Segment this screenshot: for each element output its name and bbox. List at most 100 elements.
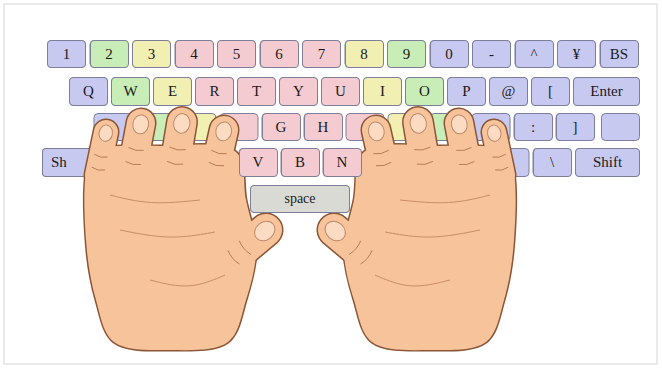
key-label: G bbox=[276, 120, 287, 135]
knuckle-crease bbox=[495, 167, 508, 170]
key-shape bbox=[574, 78, 640, 106]
key-shape bbox=[533, 149, 571, 177]
keyboard-key: 2 bbox=[90, 40, 129, 68]
knuckle-crease bbox=[170, 147, 186, 150]
palm-crease bbox=[110, 195, 200, 203]
key-shape bbox=[196, 78, 234, 106]
key-label: U bbox=[335, 84, 346, 99]
key-label: [ bbox=[548, 84, 553, 99]
key-shape bbox=[448, 78, 486, 106]
key-shape bbox=[304, 114, 342, 141]
key-label: ^ bbox=[530, 47, 537, 62]
key-shape bbox=[262, 114, 300, 141]
keyboard-key: 3 bbox=[132, 40, 171, 68]
knuckle-crease bbox=[492, 154, 505, 157]
key-shape bbox=[70, 78, 108, 106]
key-shape bbox=[600, 41, 638, 68]
key-label: 6 bbox=[275, 47, 283, 62]
knuckle-crease bbox=[417, 161, 433, 164]
key-label: ¥ bbox=[573, 47, 581, 62]
keyboard-key: ^ bbox=[515, 40, 554, 68]
key-label: : bbox=[531, 120, 535, 135]
key-shape bbox=[576, 149, 640, 177]
key-shape bbox=[430, 41, 468, 68]
fingernail bbox=[251, 217, 279, 245]
keyboard-key: BS bbox=[600, 40, 639, 68]
knuckle-crease bbox=[228, 250, 240, 264]
key-label: @ bbox=[502, 84, 516, 99]
hand-skin bbox=[84, 122, 515, 350]
knuckle-crease bbox=[239, 241, 251, 255]
keyboard-key: 5 bbox=[217, 40, 256, 68]
key-label: 4 bbox=[190, 47, 198, 62]
key-shape bbox=[303, 41, 341, 68]
keyboard-key: H bbox=[304, 113, 343, 141]
key-shape bbox=[280, 78, 318, 106]
keyboard-key: B bbox=[281, 148, 320, 177]
palm-crease bbox=[400, 195, 490, 203]
hand-details bbox=[92, 112, 508, 286]
keyboard-key: 7 bbox=[302, 40, 341, 68]
palm-crease bbox=[150, 275, 225, 286]
keyboard-key: N bbox=[323, 148, 362, 177]
fingernail bbox=[131, 114, 150, 136]
key-shape bbox=[154, 78, 192, 106]
key-label: N bbox=[337, 155, 348, 170]
fingernail bbox=[486, 124, 502, 143]
keyboard-key: : bbox=[514, 113, 553, 141]
key-shape bbox=[48, 41, 86, 68]
keyboard-key: 4 bbox=[175, 40, 214, 68]
keyboard-key: G bbox=[262, 113, 301, 141]
key-label: B bbox=[295, 155, 305, 170]
key-shape bbox=[473, 41, 511, 68]
key-label: V bbox=[253, 155, 264, 170]
key-label: Sh bbox=[51, 155, 67, 170]
key-shape bbox=[490, 78, 528, 106]
knuckle-crease bbox=[376, 162, 391, 166]
key-shape bbox=[532, 78, 570, 106]
key-label: ] bbox=[573, 120, 578, 135]
key-shape bbox=[112, 78, 150, 106]
key-shape bbox=[323, 149, 361, 177]
key-label: I bbox=[380, 84, 385, 99]
fingernail bbox=[367, 120, 386, 142]
fingernail bbox=[321, 217, 349, 245]
key-label: P bbox=[462, 84, 470, 99]
keyboard-key: Sh bbox=[42, 148, 83, 177]
knuckle-crease bbox=[128, 147, 143, 150]
keyboard-key: E bbox=[153, 77, 192, 106]
palm-crease bbox=[375, 275, 450, 286]
key-label: E bbox=[168, 84, 177, 99]
key-label: R bbox=[209, 84, 219, 99]
keyboard-key: T bbox=[237, 77, 276, 106]
knuckle-crease bbox=[209, 162, 224, 166]
knuckle-crease bbox=[456, 147, 471, 150]
key-shape bbox=[556, 114, 594, 141]
fingernail bbox=[172, 112, 191, 134]
keyboard-key: R bbox=[195, 77, 234, 106]
key-label: - bbox=[489, 47, 494, 62]
key-shape bbox=[238, 78, 276, 106]
key-shape bbox=[388, 41, 426, 68]
fingernail bbox=[409, 112, 428, 134]
key-shape bbox=[602, 114, 640, 141]
key-label: 0 bbox=[445, 47, 453, 62]
knuckle-crease bbox=[459, 161, 474, 164]
keyboard-key: ] bbox=[556, 113, 595, 141]
key-shape bbox=[514, 114, 552, 141]
key-label: Enter bbox=[590, 84, 622, 99]
key-shape bbox=[558, 41, 596, 68]
key-label: H bbox=[318, 120, 329, 135]
palm-crease bbox=[385, 230, 480, 237]
keyboard-key: 0 bbox=[430, 40, 469, 68]
keyboard-key: 1 bbox=[47, 40, 86, 68]
palm-crease bbox=[120, 230, 215, 237]
key-label: Q bbox=[83, 84, 94, 99]
keyboard-key: W bbox=[111, 77, 150, 106]
fingernail bbox=[450, 114, 469, 136]
key-label: BS bbox=[610, 47, 628, 62]
knuckle-crease bbox=[349, 241, 361, 255]
key-label: 1 bbox=[63, 47, 71, 62]
